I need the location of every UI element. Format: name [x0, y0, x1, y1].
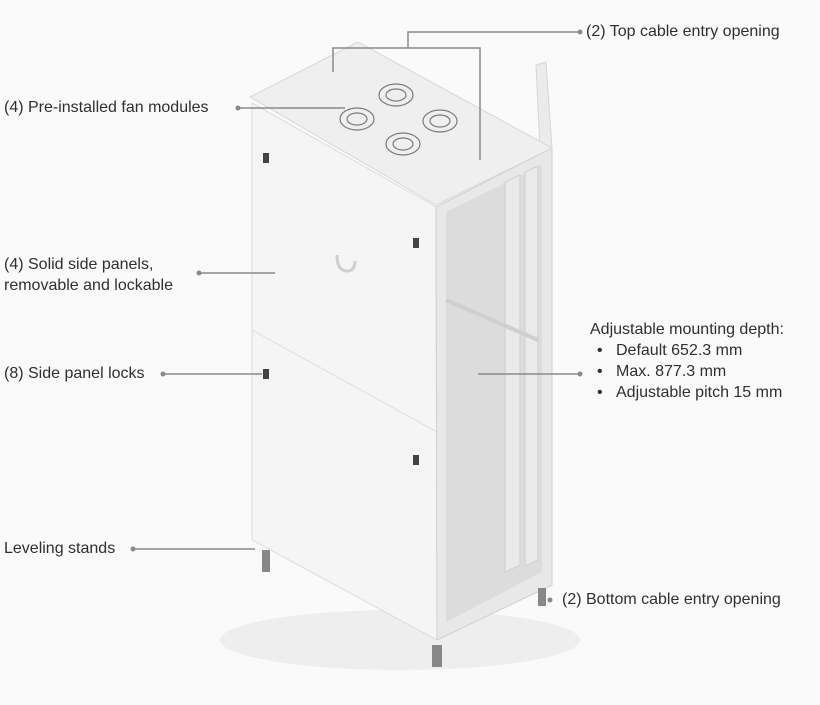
- depth-list: Default 652.3 mm Max. 877.3 mm Adjustabl…: [588, 340, 784, 403]
- depth-bar: [445, 298, 539, 342]
- lock-icons: [263, 153, 419, 465]
- depth-block: Adjustable mounting depth: Default 652.3…: [590, 320, 784, 403]
- callout-dots: [130, 29, 583, 603]
- locks-label: (8) Side panel locks: [4, 365, 145, 382]
- panel-split: [251, 329, 438, 433]
- depth-item: Adjustable pitch 15 mm: [588, 382, 784, 403]
- leveling-label: Leveling stands: [4, 540, 116, 557]
- mounting-rail: [524, 165, 539, 567]
- rear-door-edge: [535, 61, 553, 151]
- leveling-stand-icons: [262, 550, 546, 667]
- depth-item: Max. 877.3 mm: [588, 361, 784, 382]
- side-panels-label-2: removable and lockable: [4, 277, 173, 294]
- rack-top: [248, 41, 554, 206]
- depth-item: Default 652.3 mm: [588, 340, 784, 361]
- top-cable-label: (2) Top cable entry opening: [586, 23, 780, 40]
- fan-icons: [339, 83, 458, 156]
- callout-lines: [133, 31, 580, 550]
- logo-icon: [335, 254, 357, 273]
- floor-shadow: [220, 610, 580, 670]
- side-panels-label-1: (4) Solid side panels,: [4, 256, 154, 273]
- fans-label: (4) Pre-installed fan modules: [4, 99, 209, 116]
- depth-title: Adjustable mounting depth:: [590, 321, 784, 338]
- bottom-cable-label: (2) Bottom cable entry opening: [562, 591, 781, 608]
